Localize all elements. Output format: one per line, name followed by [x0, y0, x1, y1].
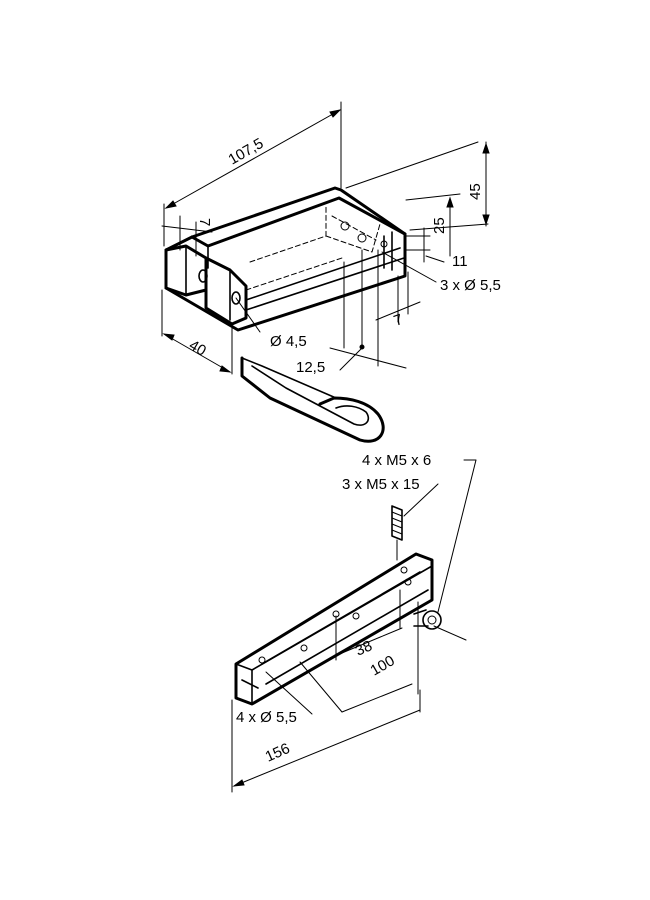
dim-38: 38: [353, 637, 375, 659]
dim-3x-5-5: 3 x Ø 5,5: [440, 277, 501, 294]
dim-4x-5-5: 4 x Ø 5,5: [236, 709, 297, 726]
dim-11: 11: [452, 253, 468, 270]
mounting-bracket: [164, 186, 407, 332]
dim-12-5: 12,5: [296, 359, 325, 376]
dim-100: 100: [368, 652, 398, 679]
dim-7-top: 7: [196, 218, 213, 226]
dim-3x-m5x15: 3 x M5 x 15: [342, 476, 420, 493]
dim-7-right: 7: [392, 311, 406, 330]
grub-screw: [391, 505, 403, 561]
dim-45: 45: [467, 183, 484, 200]
dim-4-5: Ø 4,5: [270, 333, 307, 350]
dim-25: 25: [431, 217, 448, 234]
dimension-lines: [161, 101, 490, 793]
dim-156: 156: [263, 740, 293, 766]
dim-40: 40: [186, 337, 209, 360]
cap-screw: [413, 609, 442, 630]
spring-clip: [240, 356, 385, 443]
dim-4x-m5x6: 4 x M5 x 6: [362, 452, 431, 469]
mounting-rail: [234, 552, 434, 706]
